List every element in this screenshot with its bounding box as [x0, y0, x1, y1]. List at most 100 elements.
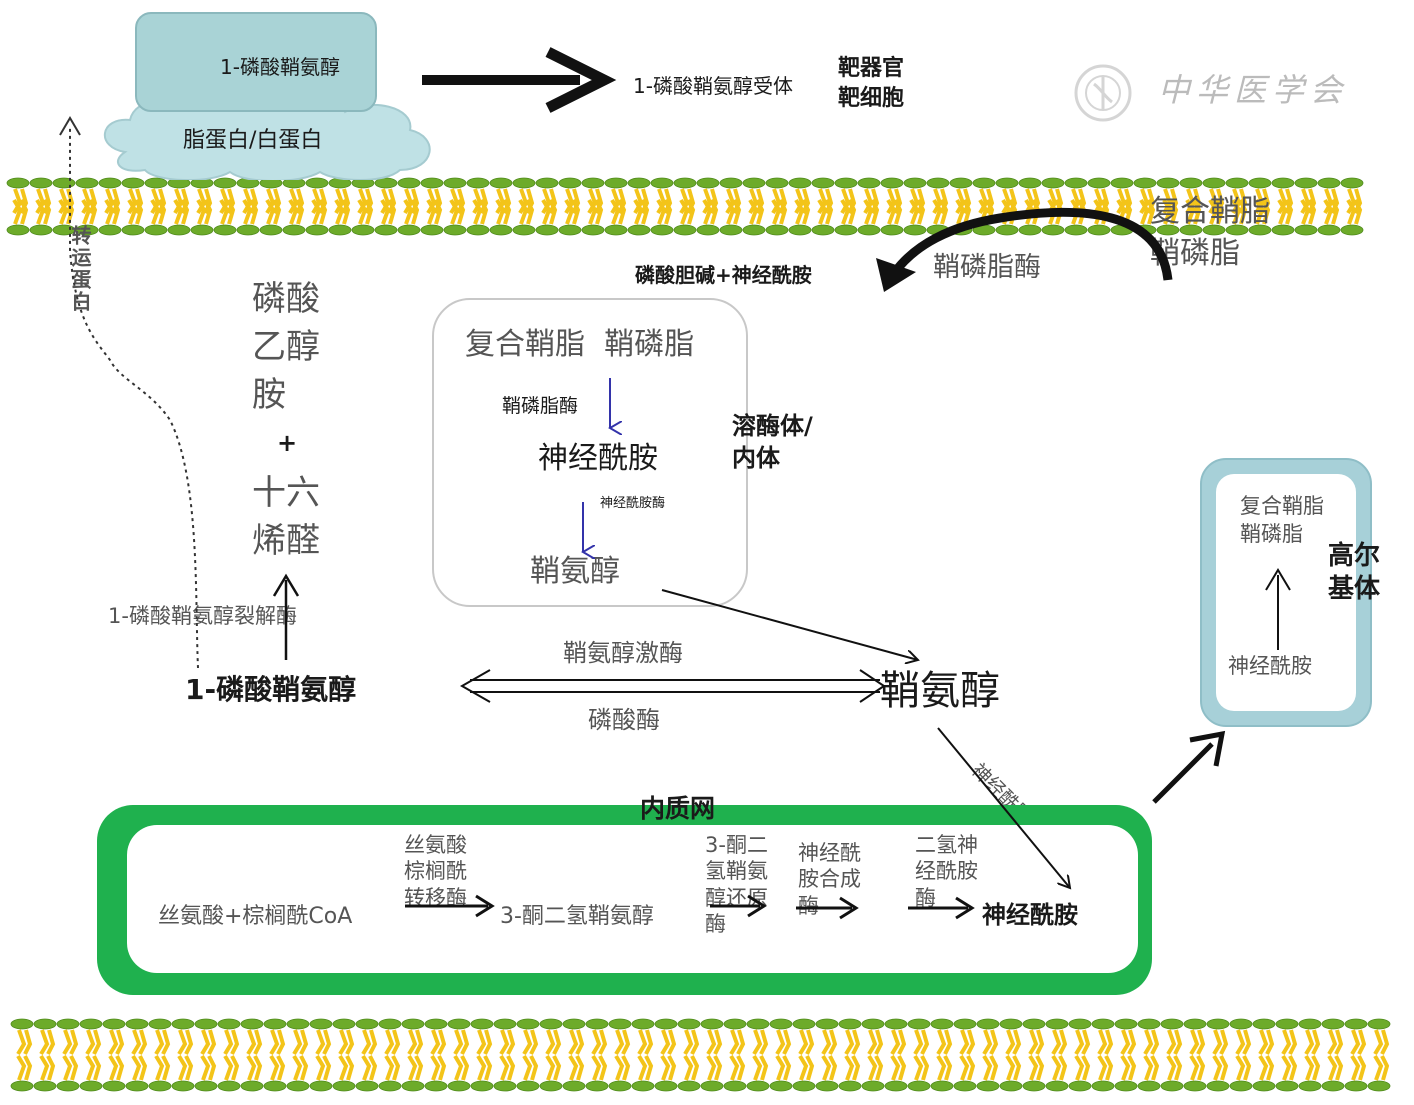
lipid-tail — [1254, 188, 1271, 225]
lipid-tail — [610, 188, 627, 225]
lipid-head — [1018, 177, 1042, 189]
lipid-head — [470, 1018, 494, 1030]
lipid-head — [309, 1080, 333, 1092]
lipid-tail — [591, 1029, 608, 1081]
lipid-head — [834, 224, 858, 236]
lipid-head — [723, 1018, 747, 1030]
lipid-head — [811, 224, 835, 236]
lipid-head — [788, 224, 812, 236]
lipid-head — [466, 177, 490, 189]
lipid-head — [792, 1080, 816, 1092]
lipid-tail — [35, 188, 52, 225]
membrane-complex-sphingolipid: 复合鞘脂 — [1150, 194, 1270, 229]
lipid-head — [29, 224, 53, 236]
lipid-head — [815, 1018, 839, 1030]
lipid-head — [811, 177, 835, 189]
lipid-head — [585, 1018, 609, 1030]
lipid-head — [424, 1018, 448, 1030]
lipid-head — [696, 224, 720, 236]
lipid-tail — [909, 188, 926, 225]
lipid-head — [213, 177, 237, 189]
lipid-head — [397, 177, 421, 189]
lipid-tail — [1281, 1029, 1298, 1081]
lipid-head — [351, 224, 375, 236]
lipid-head — [397, 224, 421, 236]
lipid-tail — [1074, 1029, 1091, 1081]
lipid-tail — [1300, 188, 1317, 225]
lipid-tail — [357, 188, 374, 225]
lipid-head — [1271, 177, 1295, 189]
lipid-tail — [959, 1029, 976, 1081]
lipid-head — [995, 224, 1019, 236]
lipid-head — [1298, 1018, 1322, 1030]
lipid-head — [10, 1080, 34, 1092]
watermark-text: 中华医学会 — [1158, 71, 1349, 109]
lipid-head — [949, 177, 973, 189]
lipid-head — [512, 177, 536, 189]
er-enzyme-cers: 神经酰 胺合成 酶 — [798, 841, 861, 918]
lipid-tail — [1189, 1029, 1206, 1081]
lipid-head — [976, 1018, 1000, 1030]
lipid-head — [995, 177, 1019, 189]
lipid-head — [1275, 1080, 1299, 1092]
lipid-tail — [173, 188, 190, 225]
lipid-head — [489, 177, 513, 189]
lipid-head — [1087, 224, 1111, 236]
lipid-tail — [430, 1029, 447, 1081]
lipid-head — [972, 224, 996, 236]
lipid-head — [171, 1018, 195, 1030]
lipid-head — [125, 1080, 149, 1092]
lipid-tail — [1373, 1029, 1390, 1081]
transporter-label: 转运蛋白 — [68, 225, 92, 313]
lipid-tail — [449, 188, 466, 225]
lipid-head — [1137, 1080, 1161, 1092]
lipid-tail — [16, 1029, 33, 1081]
lipid-tail — [702, 188, 719, 225]
lipid-tail — [315, 1029, 332, 1081]
lipid-head — [148, 1018, 172, 1030]
lipid-head — [447, 1080, 471, 1092]
lipid-head — [217, 1080, 241, 1092]
lipid-head — [719, 224, 743, 236]
lipid-tail — [265, 188, 282, 225]
lipid-head — [512, 224, 536, 236]
lipid-head — [1340, 177, 1364, 189]
lipid-tail — [472, 188, 489, 225]
lipid-head — [1045, 1018, 1069, 1030]
lyso-ceramidase: 神经酰胺酶 — [600, 496, 666, 511]
er-product-ceramide: 神经酰胺 — [982, 901, 1078, 929]
lipid-tail — [1346, 188, 1363, 225]
lipid-head — [194, 1018, 218, 1030]
lipid-head — [535, 177, 559, 189]
lipid-head — [516, 1018, 540, 1030]
lipid-head — [56, 1080, 80, 1092]
watermark-logo — [1072, 62, 1362, 124]
lipid-head — [1156, 177, 1180, 189]
lipid-head — [466, 224, 490, 236]
lipid-head — [719, 177, 743, 189]
lipid-tail — [1323, 188, 1340, 225]
lipid-tail — [407, 1029, 424, 1081]
lipid-head — [98, 224, 122, 236]
lipid-tail — [499, 1029, 516, 1081]
lipid-tail — [1097, 1029, 1114, 1081]
lipid-tail — [568, 1029, 585, 1081]
lipid-head — [1114, 1080, 1138, 1092]
lipid-tail — [177, 1029, 194, 1081]
lipid-head — [240, 1018, 264, 1030]
lipid-head — [673, 177, 697, 189]
lipid-tail — [1143, 1029, 1160, 1081]
er-box — [97, 805, 1152, 995]
lipid-head — [880, 224, 904, 236]
lipid-tail — [223, 1029, 240, 1081]
lipid-head — [1018, 224, 1042, 236]
lipid-tail — [269, 1029, 286, 1081]
lipid-head — [355, 1018, 379, 1030]
lipid-head — [1160, 1080, 1184, 1092]
lipid-head — [604, 224, 628, 236]
lipid-tail — [932, 188, 949, 225]
lipid-head — [903, 224, 927, 236]
membrane-product: 磷酸胆碱+神经酰胺 — [635, 263, 812, 287]
lipid-head — [953, 1080, 977, 1092]
lipid-head — [1091, 1080, 1115, 1092]
